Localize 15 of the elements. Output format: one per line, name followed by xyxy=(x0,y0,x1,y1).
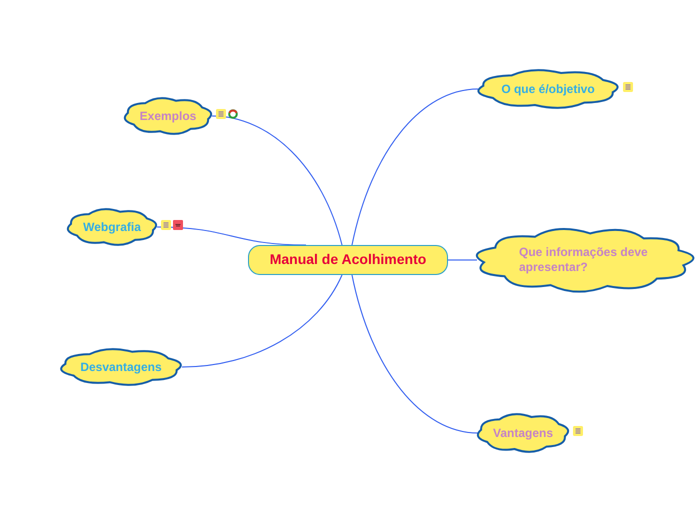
branch-line xyxy=(182,274,342,368)
topic-text: Manual de Acolhimento xyxy=(270,251,426,269)
branch-line xyxy=(156,226,306,246)
topic-text: O que é/objetivo xyxy=(500,82,596,96)
cloud-topic xyxy=(473,225,696,295)
branch-line xyxy=(352,274,478,434)
topic-text: Desvantagens xyxy=(79,360,163,374)
topic-text: Webgrafia xyxy=(82,220,142,234)
topic-text: Exemplos xyxy=(138,108,198,124)
topic-text: Vantagens xyxy=(492,426,554,440)
topic-text: Que informações deve apresentar? xyxy=(518,245,649,275)
branch-line xyxy=(352,88,478,246)
cloud-topic xyxy=(57,345,185,389)
branch-line xyxy=(212,116,342,246)
central-topic xyxy=(248,245,448,275)
